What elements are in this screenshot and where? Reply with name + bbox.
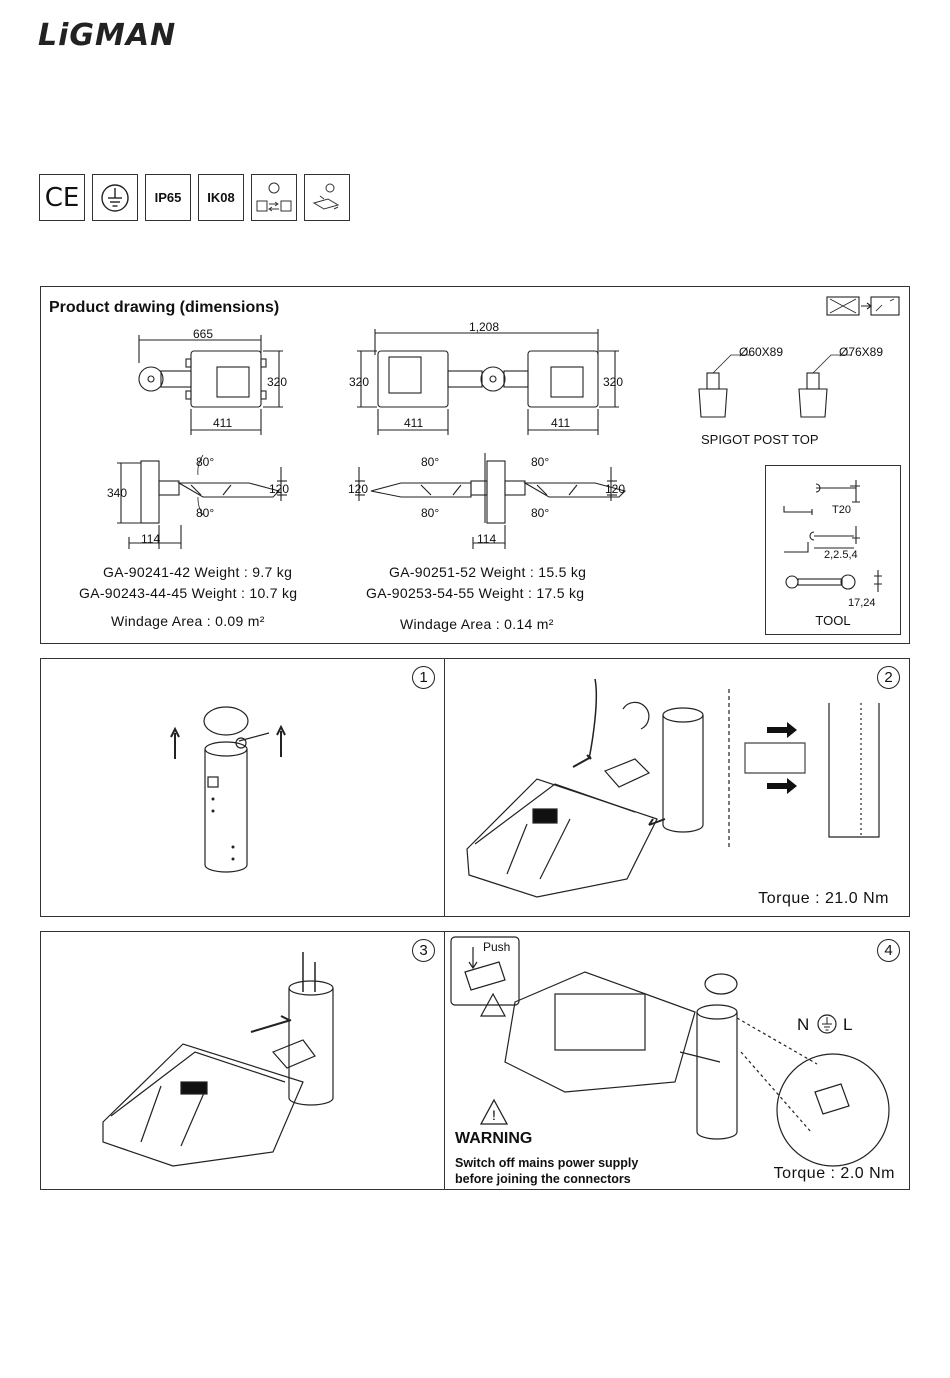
dim-340: 340 <box>107 486 128 500</box>
step-1-panel: 1 <box>40 658 445 917</box>
dimension-drawings <box>117 296 900 549</box>
spec-single-weight-b: GA-90243-44-45 Weight : 10.7 kg <box>79 585 298 601</box>
tool-hex-label: 2,2.5,4 <box>824 549 858 561</box>
product-drawing-title: Product drawing (dimensions) <box>49 299 280 316</box>
warning-text: Switch off mains power supply before joi… <box>455 1156 639 1186</box>
dim-665: 665 <box>193 327 214 341</box>
step-4-illustration <box>450 936 890 1167</box>
spec-double-weight-b: GA-90253-54-55 Weight : 17.5 kg <box>366 585 585 601</box>
product-drawing-panel: Product drawing (dimensions) <box>40 286 910 644</box>
step-3-panel: 3 <box>40 931 445 1190</box>
step-2-torque: Torque : 21.0 Nm <box>758 890 889 907</box>
warning-triangle-icon: ! <box>479 1098 509 1131</box>
dim-320-single: 320 <box>267 375 288 389</box>
earth-ground-icon <box>92 174 138 221</box>
earth-terminal-icon <box>817 1014 837 1039</box>
dim-1208: 1,208 <box>469 320 500 334</box>
ip-rating-icon: IP65 <box>145 174 191 221</box>
angle-80-a: 80° <box>196 455 215 469</box>
step-1-illustration <box>170 706 286 873</box>
step-1-number: 1 <box>412 666 435 689</box>
spec-single-windage: Windage Area : 0.09 m² <box>111 613 265 629</box>
spigot-60-label: Ø60X89 <box>739 345 784 359</box>
tool-wrench-label: 17,24 <box>848 597 876 609</box>
spec-double-weight-a: GA-90251-52 Weight : 15.5 kg <box>389 564 587 580</box>
swap-ring-icon <box>251 174 297 221</box>
dim-114-single: 114 <box>141 532 161 546</box>
tool-box: T20 2,2.5,4 17,24 TOOL <box>765 465 901 635</box>
spec-single-weight-a: GA-90241-42 Weight : 9.7 kg <box>103 564 293 580</box>
dim-120-double-right: 120 <box>605 482 626 496</box>
step-2-panel: 2 Torque : 21.0 Nm <box>444 658 910 917</box>
ip-rating-label: IP65 <box>154 190 182 205</box>
certification-row: CE IP65 IK08 <box>39 174 350 221</box>
angle-80-f: 80° <box>531 506 550 520</box>
dim-120-single: 120 <box>269 482 290 496</box>
spigot-post-top-label: SPIGOT POST TOP <box>701 432 819 447</box>
adjust-tool-icon <box>304 174 350 221</box>
warning-title: WARNING <box>455 1130 533 1147</box>
ce-mark-icon: CE <box>39 174 85 221</box>
angle-80-b: 80° <box>196 506 215 520</box>
live-label: L <box>843 1015 853 1034</box>
neutral-label: N <box>797 1015 810 1034</box>
step-2-number: 2 <box>877 666 900 689</box>
dim-120-double-left: 120 <box>348 482 369 496</box>
angle-80-c: 80° <box>421 455 440 469</box>
step-3-illustration <box>102 952 334 1167</box>
step-3-number: 3 <box>412 939 435 962</box>
step-2-illustration <box>466 678 880 898</box>
ik-rating-label: IK08 <box>207 190 235 205</box>
angle-80-d: 80° <box>421 506 440 520</box>
dim-411-double-right: 411 <box>551 416 571 430</box>
step-4-torque: Torque : 2.0 Nm <box>773 1165 895 1182</box>
tool-label: TOOL <box>815 613 851 628</box>
ik-rating-icon: IK08 <box>198 174 244 221</box>
ce-mark-label: CE <box>44 182 80 213</box>
dim-411-single: 411 <box>213 416 233 430</box>
step-4-number: 4 <box>877 939 900 962</box>
svg-text:!: ! <box>492 1107 496 1123</box>
push-label: Push <box>483 940 511 954</box>
tool-icons <box>783 480 882 592</box>
spigot-76-label: Ø76X89 <box>839 345 884 359</box>
dim-320-double-left: 320 <box>349 375 370 389</box>
spec-double-windage: Windage Area : 0.14 m² <box>400 616 554 632</box>
dim-114-double: 114 <box>477 532 497 546</box>
dim-411-double-left: 411 <box>404 416 424 430</box>
brand-logo: LiGMAN <box>38 18 177 53</box>
step-4-panel: 4 Push N L ! WARNING Switch off mains po… <box>444 931 910 1190</box>
tool-t20-label: T20 <box>832 504 851 516</box>
dim-320-double-right: 320 <box>603 375 624 389</box>
angle-80-e: 80° <box>531 455 550 469</box>
